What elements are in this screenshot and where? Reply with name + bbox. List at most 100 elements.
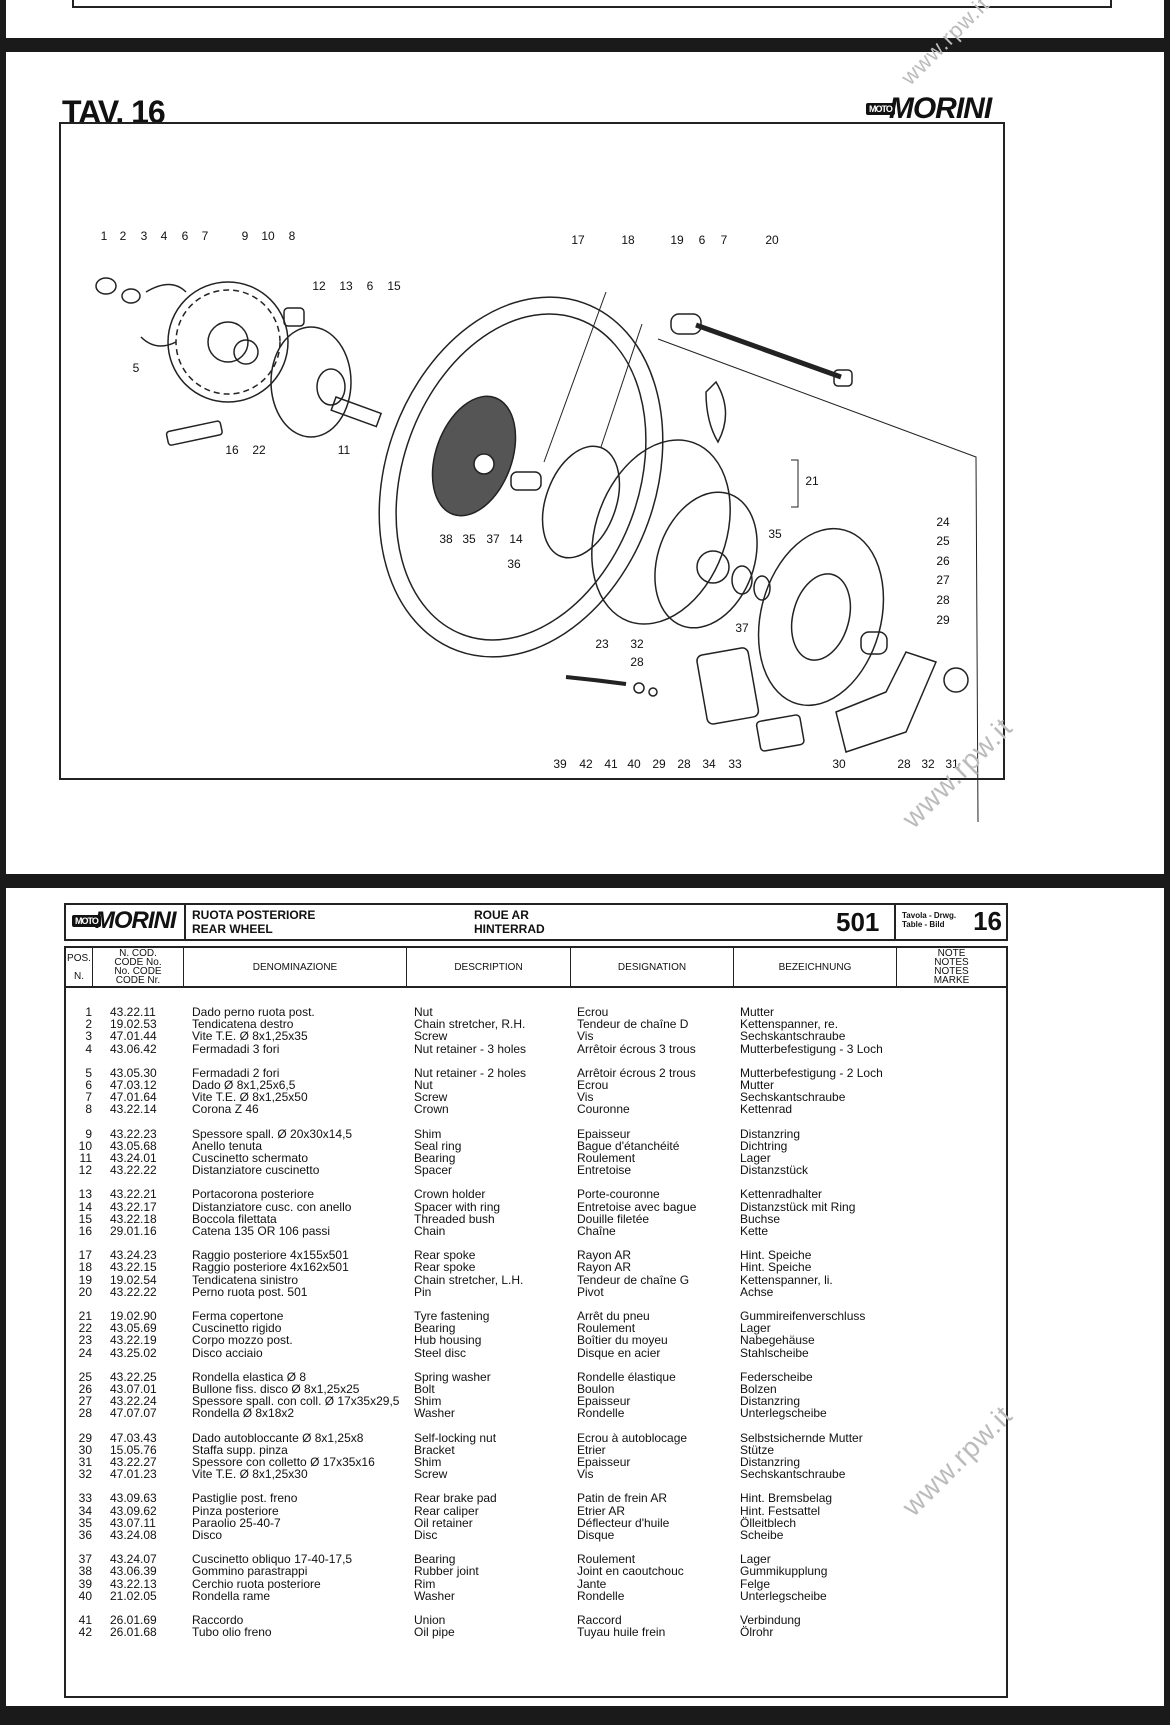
cell-pos: 33 <box>78 1491 92 1506</box>
rim-39-outer <box>378 296 664 658</box>
shim-31 <box>943 667 969 693</box>
callout-number: 19 <box>670 233 684 247</box>
cell-it: Corpo mozzo post. <box>192 1333 293 1348</box>
cell-pos: 3 <box>85 1029 92 1044</box>
cell-pos: 19 <box>78 1272 92 1287</box>
cell-en: Spacer with ring <box>414 1199 501 1214</box>
cell-de: Ölleitblech <box>740 1515 797 1530</box>
table-number: 16 <box>973 906 1002 936</box>
callout-number: 33 <box>728 757 742 771</box>
spoke-18 <box>600 323 643 448</box>
table-label-line-1: Tavola - Drwg. <box>902 911 957 920</box>
col-notes-line-3: NOTES <box>934 966 969 977</box>
logo-brand-text: MORINI <box>888 92 992 125</box>
col-notes: NOTE NOTES NOTES MARKE <box>897 948 1006 986</box>
parts-list-header: MOTO MORINI RUOTA POSTERIORE REAR WHEEL … <box>64 903 1008 941</box>
col-code-line-2: CODE No. <box>114 957 162 968</box>
callout-number: 4 <box>161 229 168 243</box>
cell-fr: Porte-couronne <box>577 1187 660 1202</box>
callout-number: 15 <box>387 279 401 293</box>
cell-code: 47.07.07 <box>110 1406 157 1421</box>
oil-retainer-35 <box>473 453 495 475</box>
cell-it: Boccola filettata <box>192 1211 277 1226</box>
cell-it: Gommino parastrappi <box>192 1564 308 1579</box>
cell-de: Stütze <box>740 1442 775 1457</box>
cell-it: Catena 135 OR 106 passi <box>192 1224 331 1238</box>
cell-en: Spring washer <box>414 1369 491 1384</box>
cell-de: Lager <box>740 1552 771 1567</box>
cell-it: Cuscinetto obliquo 17-40-17,5 <box>192 1552 353 1567</box>
cell-en: Bearing <box>414 1151 456 1165</box>
cell-code: 43.07.01 <box>110 1382 157 1396</box>
cell-en: Chain stretcher, R.H. <box>414 1017 526 1032</box>
cell-en: Steel disc <box>414 1345 467 1360</box>
oil-retainer-35b <box>753 575 771 601</box>
chain-stretcher-19 <box>670 313 702 335</box>
logo-moto-text: MOTO <box>866 103 895 115</box>
cell-en: Rear caliper <box>414 1503 479 1518</box>
cell-pos: 36 <box>78 1528 92 1542</box>
cell-en: Bearing <box>414 1552 456 1567</box>
cell-code: 21.02.05 <box>110 1588 157 1603</box>
cell-fr: Ecrou à autoblocage <box>577 1430 688 1445</box>
cell-pos: 38 <box>78 1564 92 1579</box>
cell-en: Spacer <box>414 1163 453 1178</box>
cell-en: Chain stretcher, L.H. <box>414 1272 524 1287</box>
col-notes-line-2: NOTES <box>934 957 969 968</box>
cell-de: Dichtring <box>740 1138 788 1153</box>
bracket-21 <box>791 459 799 508</box>
cell-it: Bullone fiss. disco Ø 8x1,25x25 <box>192 1382 360 1396</box>
callout-number: 3 <box>141 229 148 243</box>
cell-en: Crown <box>414 1102 449 1117</box>
cell-en: Washer <box>414 1588 455 1603</box>
crown-holder-13 <box>270 326 352 438</box>
cell-fr: Raccord <box>577 1613 622 1627</box>
cell-en: Pin <box>414 1284 432 1299</box>
cell-de: Lager <box>740 1321 771 1336</box>
rubber-joint-38 <box>431 395 517 517</box>
previous-page-fragment <box>6 0 1164 38</box>
bearing-22 <box>233 339 259 365</box>
callout-number: 6 <box>699 233 706 247</box>
callout-number: 16 <box>225 443 239 457</box>
header-logo-brand: MORINI <box>94 907 177 934</box>
cell-it: Raggio posteriore 4x162x501 <box>192 1260 349 1275</box>
cell-en: Nut retainer - 3 holes <box>414 1041 527 1056</box>
callout-number: 36 <box>507 557 521 571</box>
callout-number: 26 <box>936 554 950 568</box>
cell-de: Scheibe <box>740 1528 784 1542</box>
col-it: DENOMINAZIONE <box>184 948 407 986</box>
cell-pos: 30 <box>78 1442 92 1457</box>
cell-fr: Ecrou <box>577 1078 609 1092</box>
cell-pos: 41 <box>78 1613 92 1627</box>
cell-it: Rondella Ø 8x18x2 <box>192 1406 295 1421</box>
callout-number: 32 <box>630 637 644 651</box>
cell-fr: Arrêtoir écrous 2 trous <box>577 1065 696 1080</box>
cell-de: Unterlegscheibe <box>740 1588 827 1603</box>
cell-it: Tendicatena sinistro <box>192 1272 299 1287</box>
cell-fr: Chaîne <box>577 1224 616 1238</box>
cell-fr: Arrêtoir écrous 3 trous <box>577 1041 696 1056</box>
cell-code: 47.01.44 <box>110 1029 157 1044</box>
cell-en: Shim <box>414 1126 442 1141</box>
cell-en: Nut <box>414 1005 433 1019</box>
cell-it: Fermadadi 2 fori <box>192 1065 280 1080</box>
cell-code: 26.01.68 <box>110 1625 157 1640</box>
cell-fr: Arrêt du pneu <box>577 1309 650 1323</box>
callout-number: 5 <box>133 361 140 375</box>
cell-en: Union <box>414 1613 446 1627</box>
callout-number: 8 <box>289 229 296 243</box>
cell-pos: 27 <box>78 1394 92 1409</box>
cell-en: Threaded bush <box>414 1211 495 1226</box>
cell-pos: 37 <box>78 1552 92 1567</box>
callout-number: 12 <box>312 279 326 293</box>
